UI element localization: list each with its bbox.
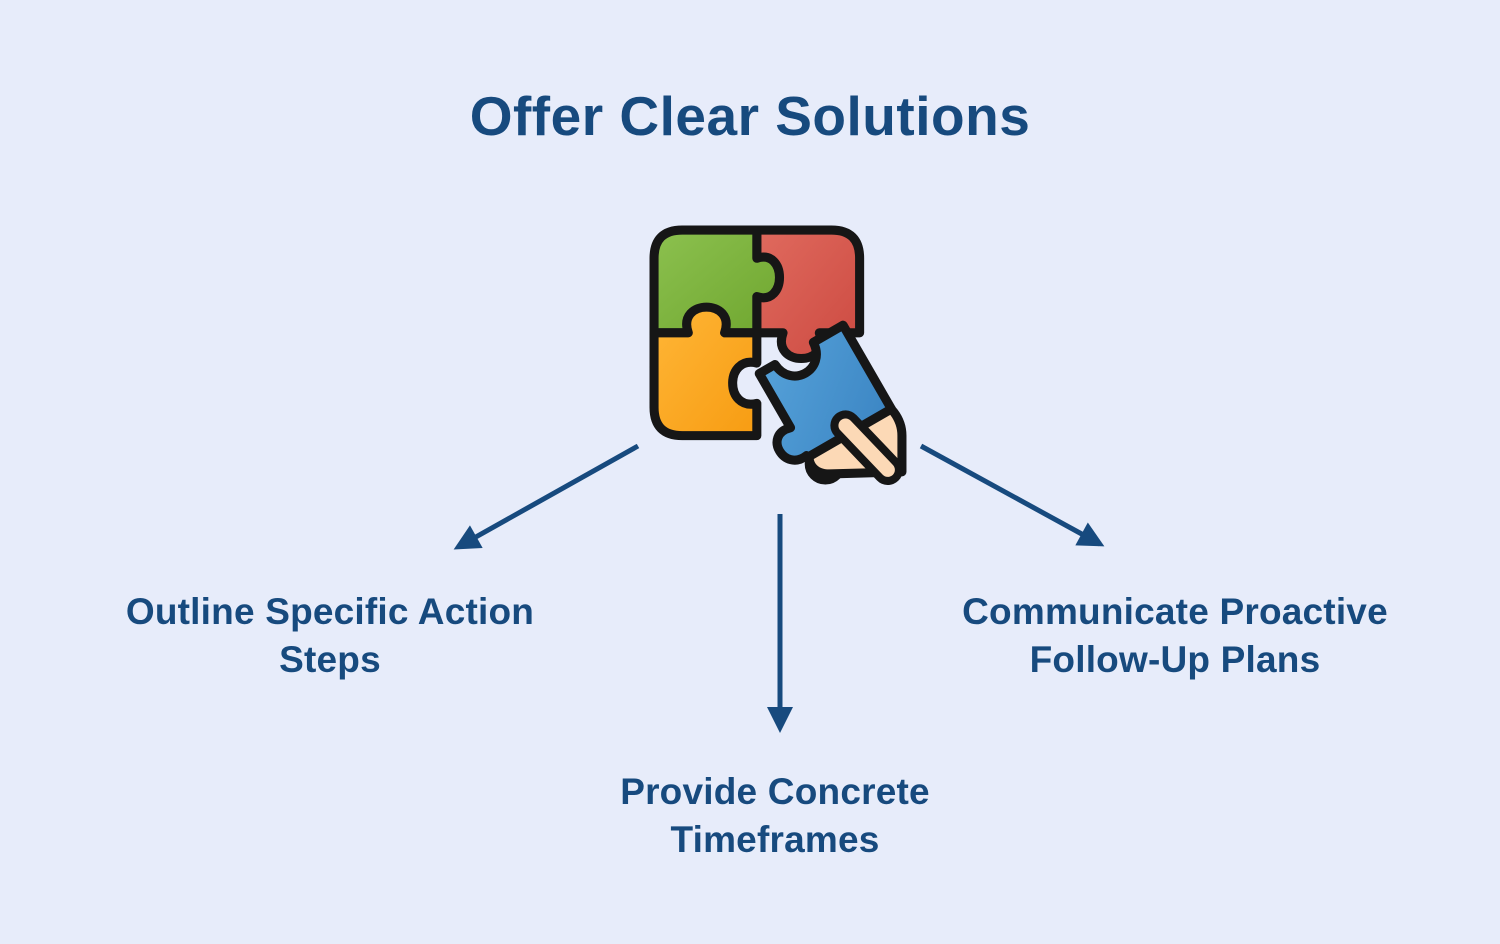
hand-thumb	[830, 410, 903, 485]
branch-label-line: Timeframes	[670, 819, 880, 860]
branch-label-line: Follow-Up Plans	[1029, 639, 1321, 680]
branch-label-line: Communicate Proactive	[962, 591, 1388, 632]
puzzle-hand-icon	[648, 224, 910, 486]
branch-label-line: Outline Specific Action	[125, 591, 535, 632]
green-puzzle-piece	[649, 225, 785, 338]
page-title: Offer Clear Solutions	[469, 85, 1031, 147]
branch-label-provide-concrete-timeframes: Provide Concrete Timeframes	[525, 768, 1025, 864]
branch-label-communicate-proactive-follow-up-plans: Communicate Proactive Follow-Up Plans	[925, 588, 1425, 684]
arrow-to-right-branch	[919, 443, 1105, 547]
arrow-to-left-branch	[453, 443, 640, 550]
branch-label-line: Steps	[279, 639, 381, 680]
branch-label-line: Provide Concrete	[620, 771, 930, 812]
puzzle-hand-icon-svg	[649, 225, 907, 485]
yellow-puzzle-piece	[649, 302, 762, 441]
branch-label-outline-specific-action-steps: Outline Specific Action Steps	[80, 588, 580, 684]
